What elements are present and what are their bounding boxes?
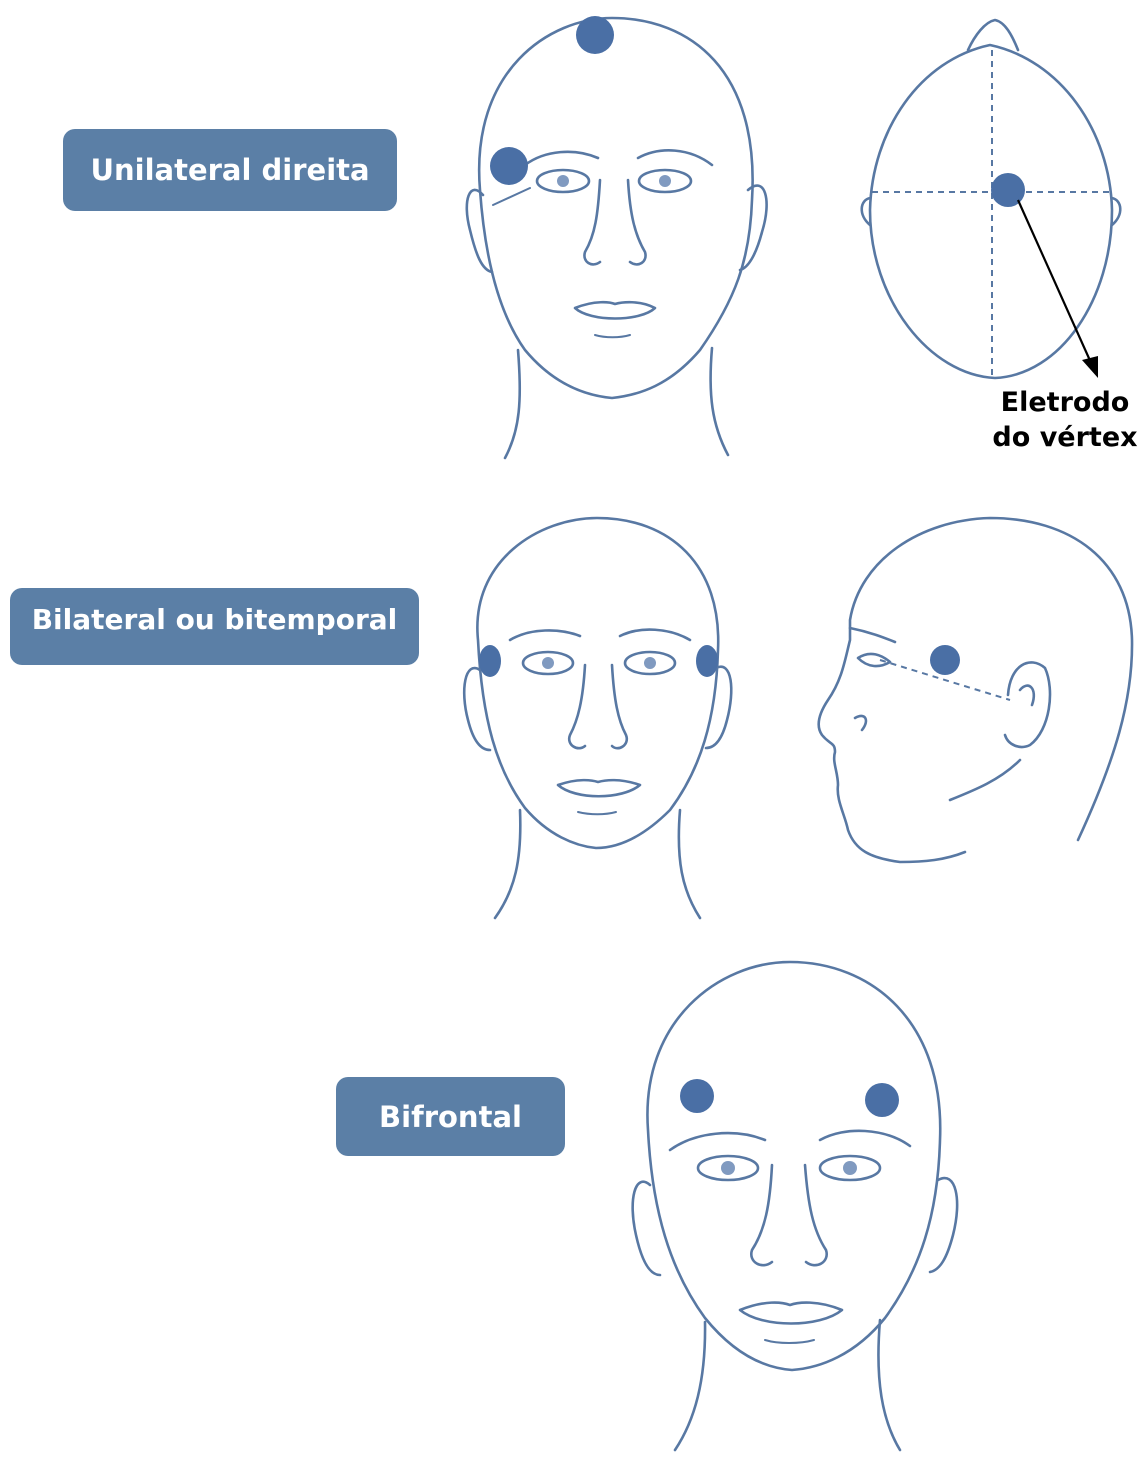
electrode-left-frontal	[680, 1079, 714, 1113]
nose	[569, 665, 627, 748]
front-face-unilateral	[467, 16, 767, 458]
electrode-right-temple	[490, 147, 528, 185]
chin-line	[595, 335, 630, 337]
left-brow	[510, 630, 580, 640]
electrode-right-frontal	[865, 1083, 899, 1117]
electrode-temporal	[930, 645, 960, 675]
callout-arrow-line	[1018, 200, 1092, 365]
electrode-right-temple	[696, 645, 718, 677]
mouth	[740, 1303, 842, 1324]
neck	[495, 810, 700, 918]
right-iris	[644, 657, 656, 669]
top-view-head	[862, 20, 1121, 378]
front-face-bilateral	[464, 518, 731, 918]
profile-eye	[858, 654, 890, 666]
electrode-top	[576, 16, 614, 54]
ear-inner	[1020, 686, 1034, 705]
right-brow	[620, 630, 690, 640]
left-brow	[525, 152, 598, 165]
mouth	[558, 780, 640, 796]
cheek-line	[855, 716, 866, 730]
left-iris	[542, 657, 554, 669]
left-iris	[721, 1161, 735, 1175]
temple-connector	[493, 188, 530, 205]
callout-arrowhead	[1082, 356, 1098, 378]
nose	[584, 180, 645, 264]
chin-line	[765, 1340, 814, 1343]
jaw-line	[950, 760, 1020, 800]
neck	[675, 1320, 900, 1450]
side-profile-head	[819, 518, 1132, 862]
right-brow	[638, 150, 712, 165]
profile-brow	[850, 628, 895, 642]
nose	[751, 1165, 826, 1265]
right-iris	[659, 175, 671, 187]
head-outline	[647, 962, 940, 1370]
mouth	[575, 302, 655, 318]
profile-ear	[1005, 662, 1050, 747]
front-face-bifrontal	[633, 962, 957, 1450]
head-outline	[477, 518, 718, 848]
electrode-left-temple	[479, 645, 501, 677]
chin-line	[578, 812, 616, 814]
right-ear	[930, 1178, 957, 1272]
head-outline	[479, 18, 752, 398]
right-iris	[843, 1161, 857, 1175]
left-brow	[670, 1133, 765, 1150]
right-ear	[706, 667, 731, 748]
left-iris	[557, 175, 569, 187]
right-brow	[820, 1131, 910, 1146]
